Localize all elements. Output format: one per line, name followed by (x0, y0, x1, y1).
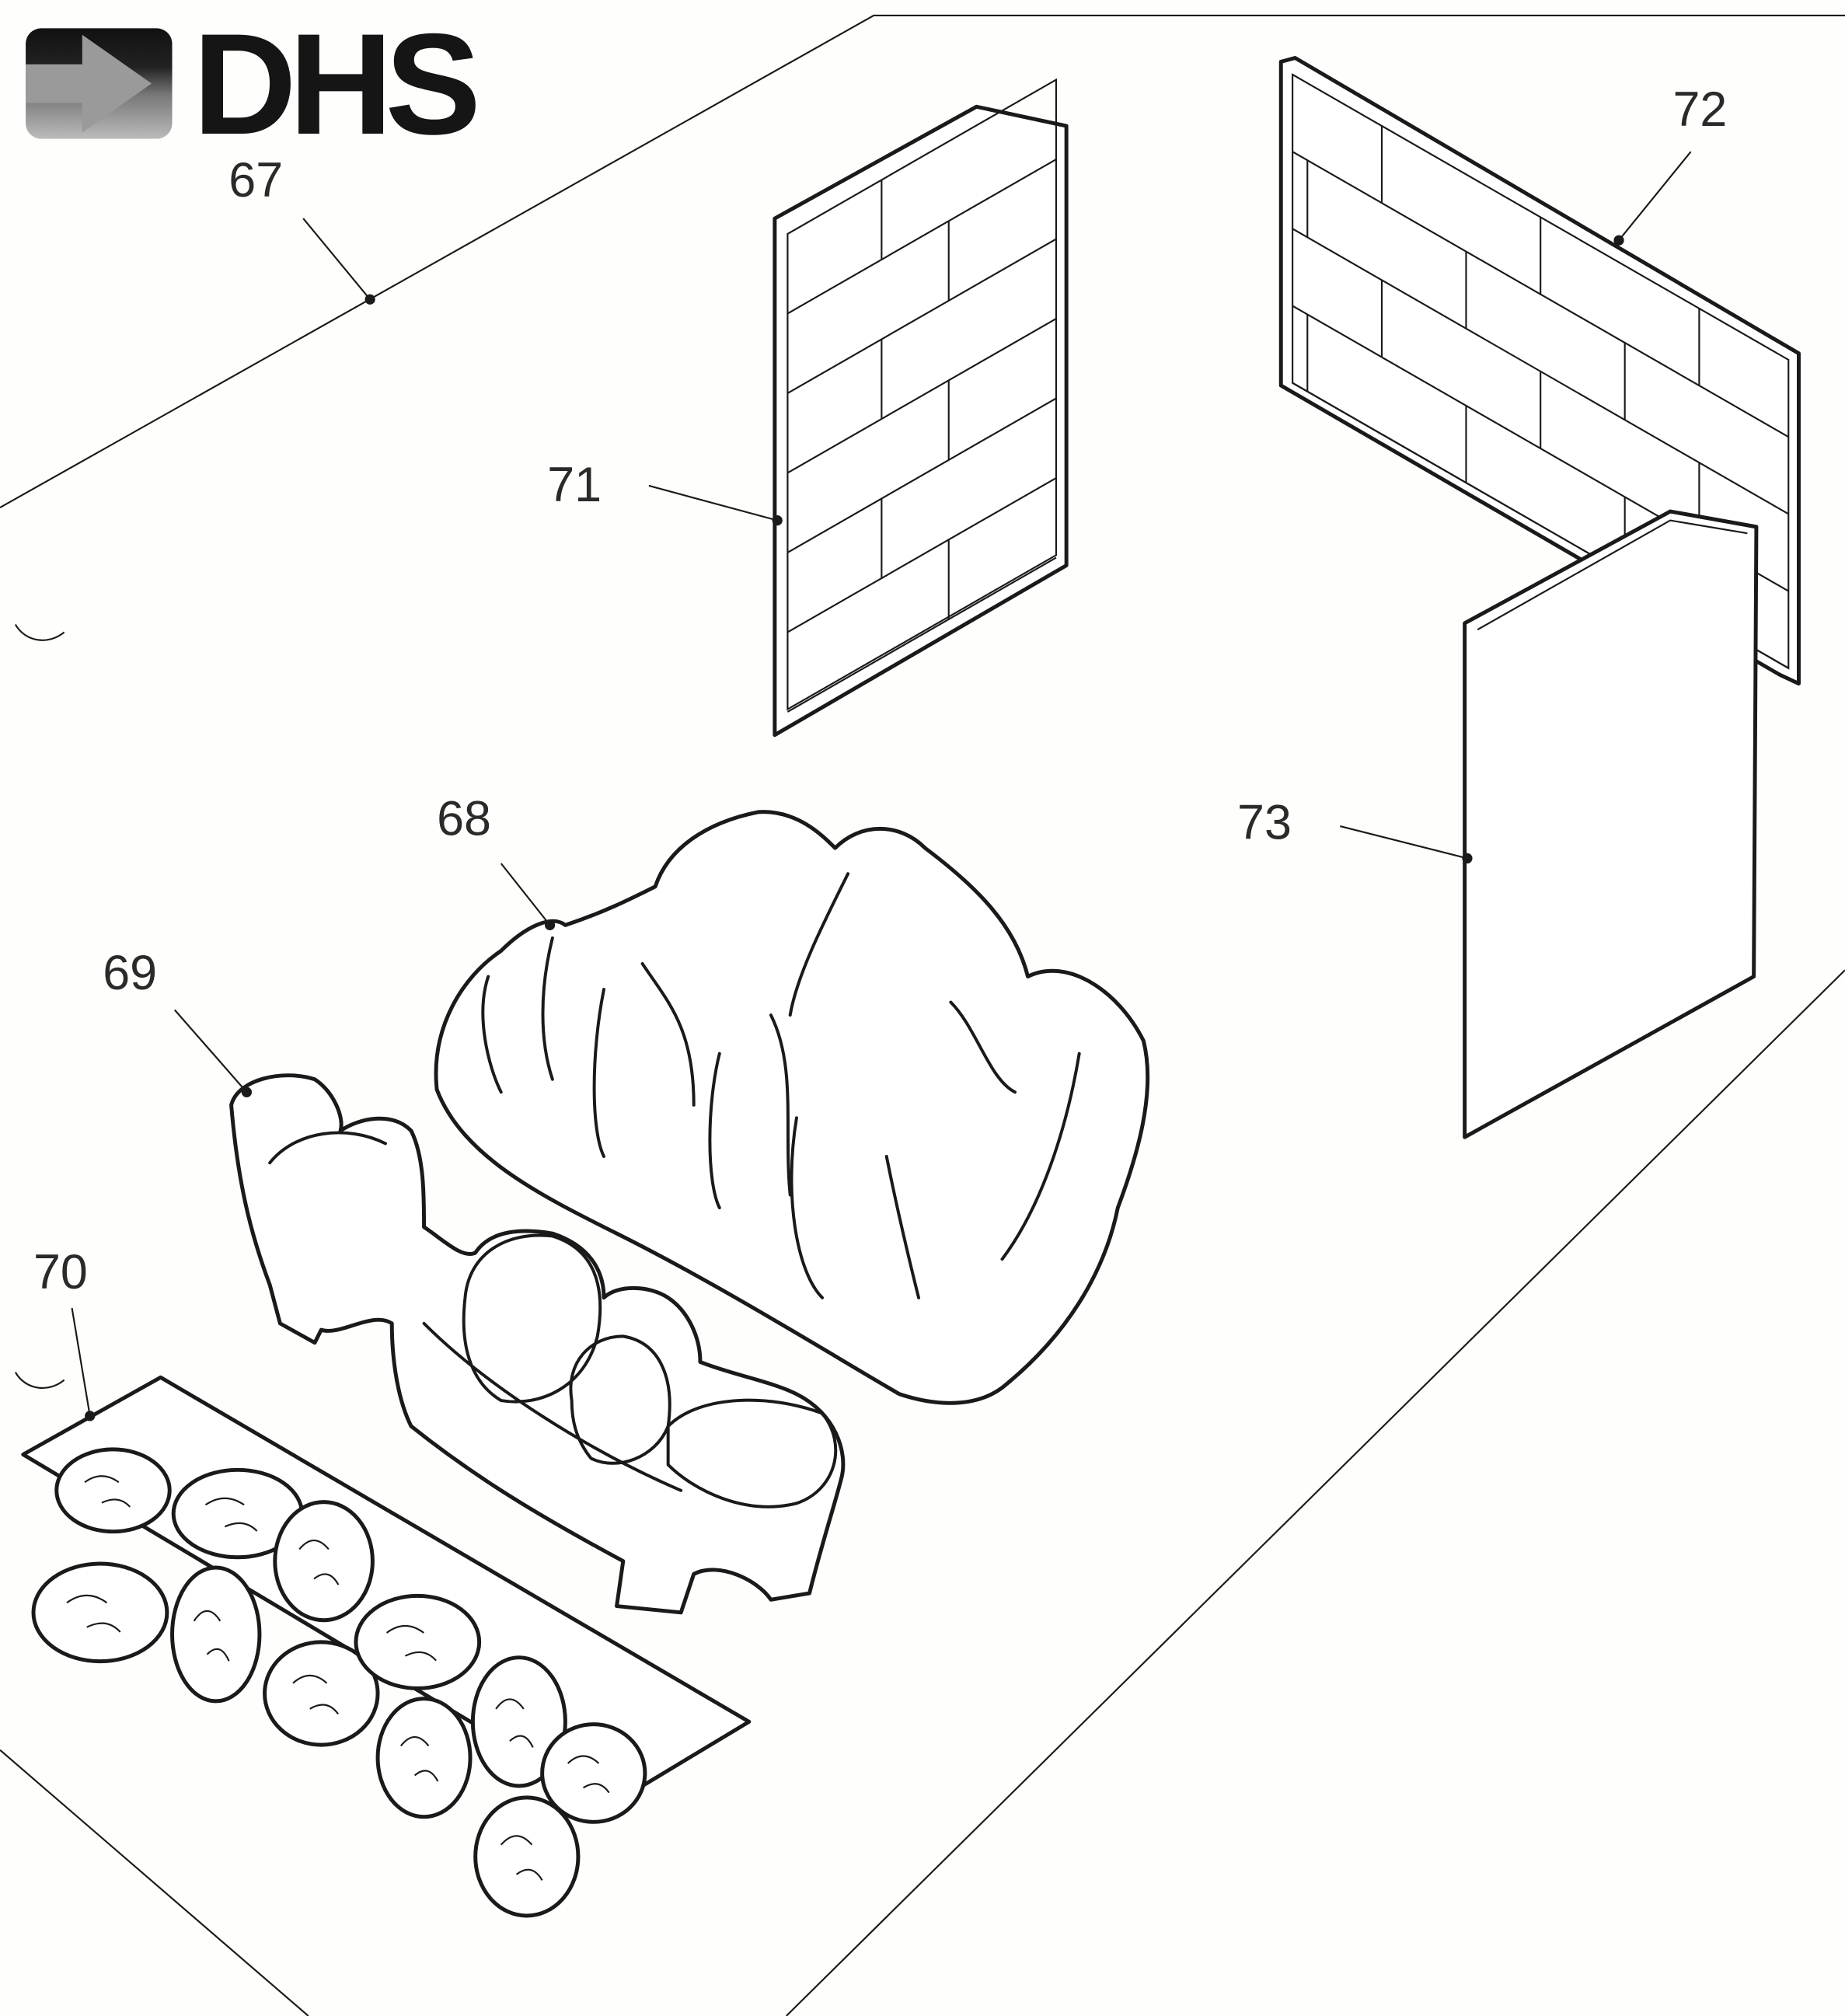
punch-hole (14, 623, 65, 641)
ember-rock (54, 1447, 172, 1534)
callout-68: 68 (437, 792, 491, 846)
brick-course-line (786, 318, 1057, 474)
arrow-icon (26, 34, 152, 133)
rock-texture (399, 1735, 439, 1782)
rock-texture (385, 1624, 437, 1662)
callout-69: 69 (103, 946, 157, 1000)
ember-rock (470, 1655, 567, 1788)
ember-tray-70 (21, 1375, 752, 1918)
rock-texture (66, 1594, 121, 1633)
punch-hole (14, 1372, 65, 1389)
base-sheet-67 (0, 14, 1845, 2016)
rock-texture (193, 1610, 230, 1662)
rock-texture (204, 1497, 258, 1532)
leader-lines (71, 151, 1692, 1421)
callout-70: 70 (33, 1245, 88, 1299)
ember-rock (540, 1722, 647, 1824)
rock-texture (292, 1674, 339, 1715)
ember-rock (473, 1795, 581, 1918)
brick-course-line (786, 556, 1057, 713)
ember-rock (354, 1593, 482, 1690)
callout-73: 73 (1237, 796, 1292, 850)
ember-rock (273, 1500, 375, 1623)
ember-rock (263, 1640, 380, 1747)
brick-course-line (786, 159, 1057, 315)
brick-course-line (786, 238, 1057, 394)
rock-texture (84, 1475, 131, 1508)
ember-rock (170, 1565, 262, 1704)
side-panel-73 (1463, 509, 1759, 1139)
dhs-logo: DHS (26, 4, 483, 165)
callout-71: 71 (547, 458, 602, 512)
rock-texture (500, 1835, 543, 1881)
rock-texture (495, 1698, 534, 1748)
front-log-69 (229, 1073, 846, 1615)
side-brick-panel-71 (773, 78, 1069, 738)
ember-rock (31, 1561, 169, 1664)
callout-67: 67 (228, 153, 283, 208)
rock-texture (298, 1540, 340, 1585)
brick-course-line (786, 397, 1057, 553)
brick-course-line (786, 477, 1057, 633)
log-set-68 (434, 810, 1150, 1405)
rock-texture (567, 1755, 610, 1794)
ember-rock (375, 1697, 473, 1819)
logo-text: DHS (193, 4, 476, 165)
callout-72: 72 (1672, 82, 1727, 137)
